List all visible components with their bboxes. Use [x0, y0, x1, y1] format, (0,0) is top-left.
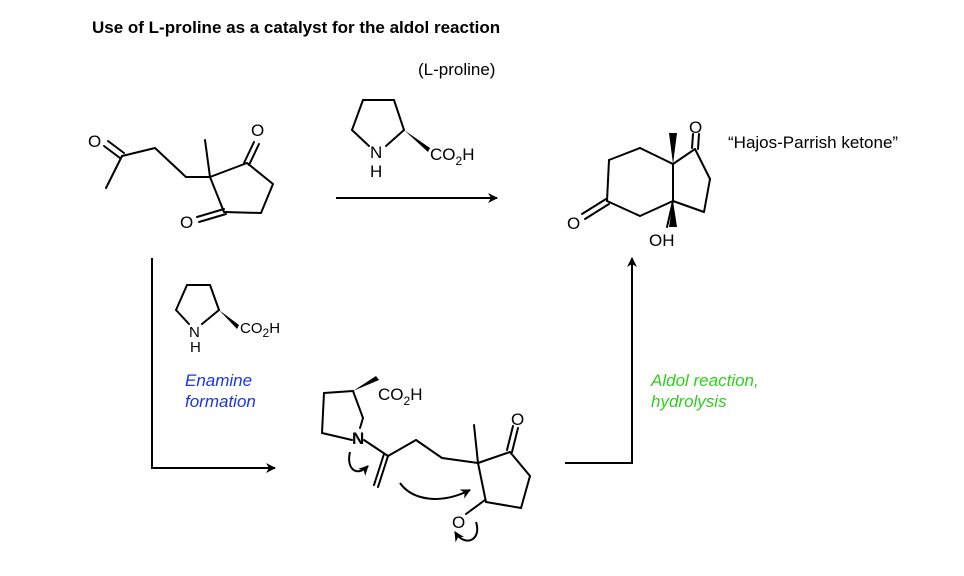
amine-hydrogen-top: H — [370, 162, 382, 181]
wedge-bond-enamine — [353, 376, 379, 391]
methyl-wedge-product — [669, 133, 677, 164]
wedge-bond-top — [404, 130, 430, 152]
product-ketone-oxygen: O — [689, 118, 702, 137]
enamine-intermediate — [321, 390, 531, 515]
amine-nitrogen-top: N — [370, 143, 382, 162]
product-hydroxyl: OH — [649, 231, 675, 250]
product-name: “Hajos-Parrish ketone” — [728, 133, 899, 152]
wedge-bond-left — [219, 310, 239, 329]
aldol-label-line-1: Aldol reaction, — [651, 371, 759, 390]
enamine-formation-label: Enamine formation — [185, 370, 256, 412]
reaction-arrow-left — [151, 258, 276, 473]
carboxyl-group-left: CO2H — [240, 320, 280, 340]
curved-arrow-nitrogen — [348, 451, 369, 476]
enamine-label-line-2: formation — [185, 392, 256, 411]
hajos-parrish-ketone — [581, 133, 711, 228]
figure-title: Use of L-proline as a catalyst for the a… — [92, 18, 501, 37]
ketone-oxygen-2: O — [251, 121, 264, 140]
curved-arrow-oxygen — [454, 521, 479, 543]
curved-arrows — [348, 451, 479, 543]
ketone-oxygen-1: O — [88, 132, 101, 151]
carboxyl-group-top: CO2H — [430, 145, 474, 168]
enamine-label-line-1: Enamine — [185, 371, 253, 390]
product-enone-oxygen: O — [567, 214, 580, 233]
hydroxyl-wedge-product — [669, 201, 677, 227]
reaction-arrow-right — [565, 257, 637, 464]
enamine-nitrogen: N — [352, 429, 364, 448]
curved-arrow-enamine — [399, 482, 471, 500]
proline-catalyst-left — [175, 284, 220, 325]
proline-catalyst-top — [351, 99, 405, 147]
aldol-hydrolysis-label: Aldol reaction, hydrolysis — [651, 370, 759, 412]
ketone-oxygen-3: O — [180, 213, 193, 232]
enamine-ketone-oxygen-2: O — [452, 513, 465, 532]
enamine-ketone-oxygen-1: O — [511, 410, 524, 429]
amine-hydrogen-left: H — [190, 339, 201, 356]
carboxyl-group-enamine: CO2H — [378, 385, 422, 408]
amine-nitrogen-left: N — [189, 324, 200, 341]
aldol-label-line-2: hydrolysis — [651, 392, 727, 411]
starting-triketone — [103, 139, 274, 223]
catalyst-label: (L-proline) — [418, 60, 496, 79]
